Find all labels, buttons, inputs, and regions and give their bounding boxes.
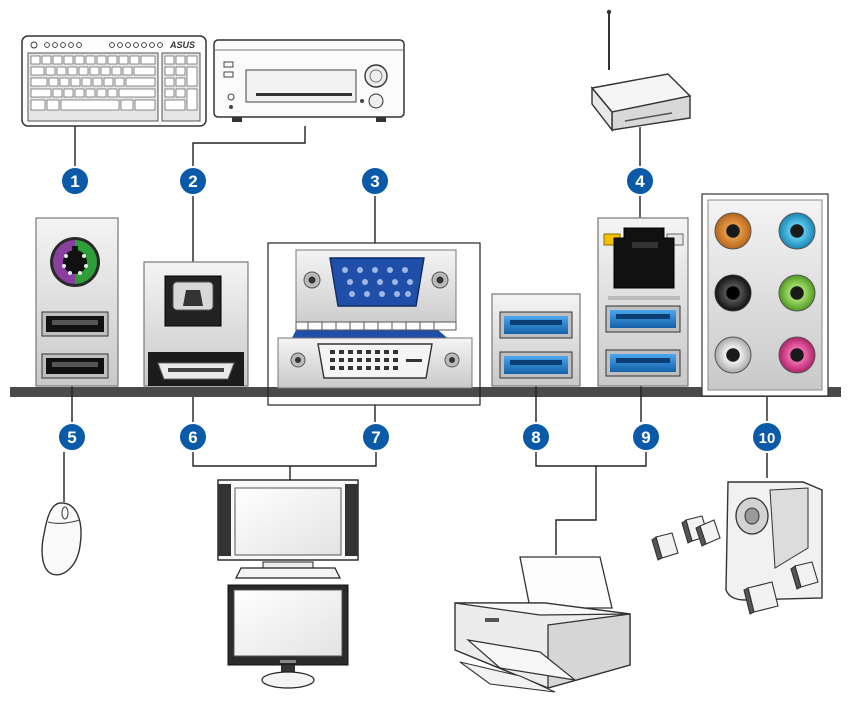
monitor-icon	[217, 479, 359, 579]
callout-number: 3	[370, 172, 379, 191]
audio-jack-pink[interactable]	[778, 336, 816, 374]
callout-number: 4	[635, 172, 645, 191]
mouse-icon	[41, 502, 82, 576]
audio-jack-black[interactable]	[714, 274, 752, 312]
callout-badge: 4	[625, 166, 655, 196]
printer-icon	[454, 556, 631, 693]
monitor-icon	[227, 584, 349, 689]
audio-jack-gray[interactable]	[714, 336, 752, 374]
usb3-port-group-left	[491, 293, 581, 387]
callout-badge: 5	[57, 422, 87, 452]
callout-number: 7	[371, 428, 380, 447]
callout-badge: 8	[521, 422, 551, 452]
callout-badge: 2	[178, 166, 208, 196]
callout-badge: 3	[360, 166, 390, 196]
callout-number: 5	[67, 428, 76, 447]
spdif-hdmi-port-group	[143, 261, 249, 387]
motherboard-edge	[10, 387, 841, 397]
audio-jack-orange[interactable]	[714, 212, 752, 250]
callout-badge: 7	[361, 422, 391, 452]
callout-number: 10	[759, 430, 776, 447]
callout-badge: 9	[631, 422, 661, 452]
callout-badge: 6	[178, 422, 208, 452]
lan-usb3-port-group	[597, 217, 689, 387]
callout-badges: 1 2 3 4 5 6 7 8 9 10	[57, 166, 783, 453]
keyboard-icon: ASUS	[21, 35, 207, 127]
audio-jack-group	[701, 193, 829, 397]
callout-number: 1	[70, 172, 79, 191]
callout-badge: 1	[60, 166, 90, 196]
vga-dvi-port-group	[267, 242, 481, 406]
callout-number: 6	[188, 428, 197, 447]
callout-number: 8	[531, 428, 540, 447]
ps2-usb-port-group	[35, 217, 119, 387]
audio-jack-lime[interactable]	[778, 274, 816, 312]
callout-number: 9	[641, 428, 650, 447]
av-receiver-icon	[213, 39, 405, 122]
wireless-router-icon	[590, 9, 692, 133]
audio-jack-cyan[interactable]	[778, 212, 816, 250]
speakers-icon	[651, 481, 823, 615]
keyboard-brand: ASUS	[169, 40, 195, 50]
lan-port[interactable]	[613, 227, 675, 289]
callout-number: 2	[188, 172, 197, 191]
callout-badge: 10	[751, 421, 783, 453]
